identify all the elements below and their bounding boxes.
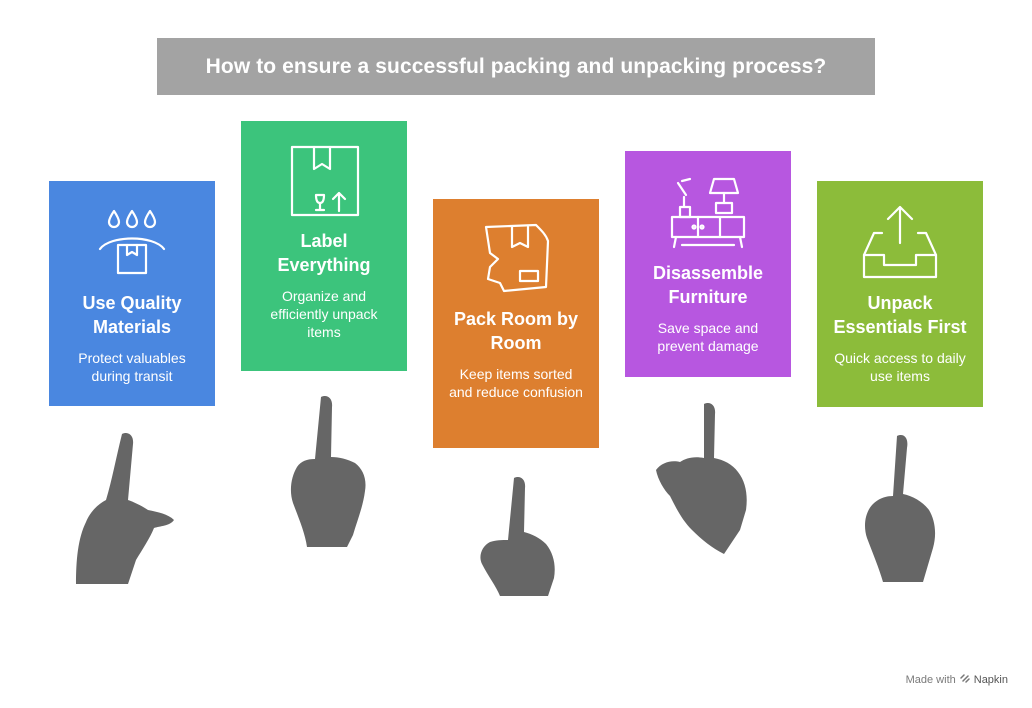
napkin-logo-icon xyxy=(960,673,970,686)
card-use-quality-materials: Use Quality Materials Protect valuables … xyxy=(49,181,215,406)
card-description: Save space and prevent damage xyxy=(657,320,759,354)
card-pack-room-by-room: Pack Room by Room Keep items sorted and … xyxy=(433,199,599,448)
card-label-everything: Label Everything Organize and efficientl… xyxy=(241,121,407,371)
pointing-hand-icon xyxy=(72,430,182,586)
card-heading: Disassemble Furniture xyxy=(652,263,764,307)
made-with-napkin-footer: Made with Napkin xyxy=(906,673,1008,686)
furniture-icon xyxy=(668,173,748,253)
water-drops-box-icon xyxy=(92,203,172,283)
card-description: Quick access to daily use items xyxy=(834,350,966,384)
pointing-hand-icon xyxy=(283,393,383,549)
brand-name: Napkin xyxy=(973,673,1008,686)
pointing-hand-icon xyxy=(652,400,764,556)
card-heading: Pack Room by Room xyxy=(453,309,579,353)
pointing-hand-icon xyxy=(474,474,564,598)
flattened-box-icon xyxy=(476,219,556,299)
card-description: Protect valuables during transit xyxy=(78,350,186,384)
made-with-label: Made with xyxy=(905,673,956,686)
card-description: Keep items sorted and reduce confusion xyxy=(449,366,583,400)
card-heading: Use Quality Materials xyxy=(82,293,182,337)
card-heading: Unpack Essentials First xyxy=(833,293,967,337)
card-description: Organize and efficiently unpack items xyxy=(270,288,378,340)
inbox-upload-icon xyxy=(860,203,940,283)
card-heading: Label Everything xyxy=(277,231,371,275)
card-disassemble-furniture: Disassemble Furniture Save space and pre… xyxy=(625,151,791,377)
card-unpack-essentials-first: Unpack Essentials First Quick access to … xyxy=(817,181,983,407)
labeled-box-icon xyxy=(284,141,364,221)
page-title: How to ensure a successful packing and u… xyxy=(157,38,875,95)
pointing-hand-icon xyxy=(857,432,947,584)
